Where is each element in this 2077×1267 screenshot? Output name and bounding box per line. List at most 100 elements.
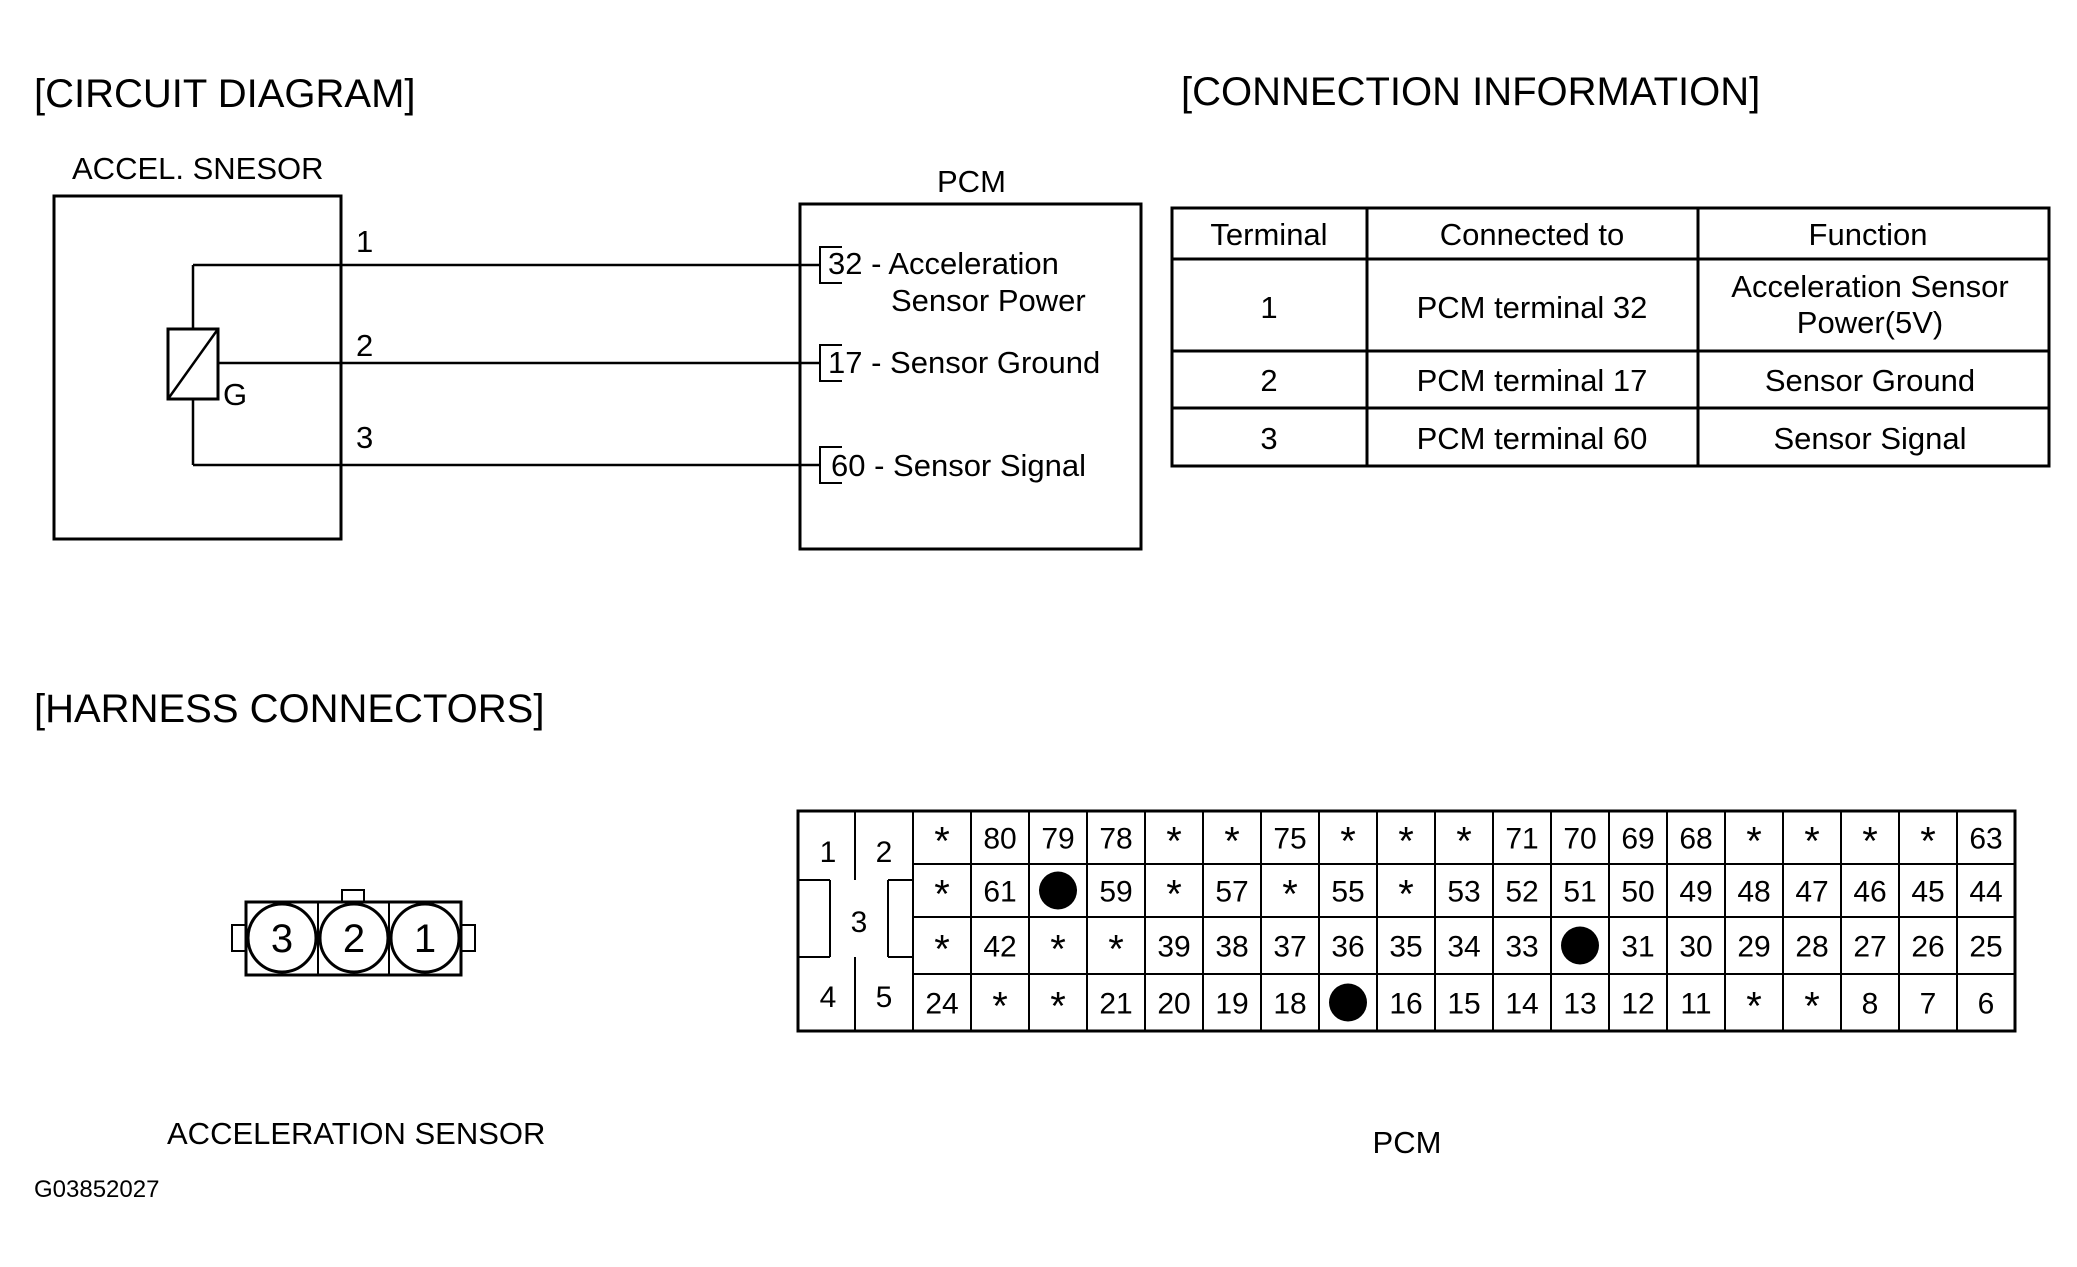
sensor-element-diagonal: [166, 328, 220, 400]
pcm-pin-number: 7: [1920, 988, 1937, 1021]
pcm-pin-number: 36: [1331, 931, 1364, 964]
pcm-pin-unused: *: [1166, 820, 1182, 864]
pcm-pin-plug: [1561, 926, 1599, 965]
pcm-pin-number: 18: [1273, 988, 1306, 1021]
pcm-pin-unused: *: [1050, 928, 1066, 972]
pcm-pin-number: 51: [1563, 876, 1596, 909]
pcm-pin-unused: *: [1340, 820, 1356, 864]
pcm-pin-number: 53: [1447, 876, 1480, 909]
pcm-pin-number: 80: [983, 823, 1016, 856]
pcm-pin-unused: *: [1920, 820, 1936, 864]
pcm-pin-number: 55: [1331, 876, 1364, 909]
pin-60-bracket: [819, 446, 842, 484]
pcm-pin-unused: *: [1398, 873, 1414, 917]
pcm-pin-number: 31: [1621, 931, 1654, 964]
pcm-pin-number: 61: [983, 876, 1016, 909]
pcm-pin-number: 49: [1679, 876, 1712, 909]
row-3-connected-to: PCM terminal 60: [1417, 421, 1648, 456]
pcm-pin-number: 34: [1447, 931, 1480, 964]
header-function: Function: [1809, 217, 1928, 252]
pcm-pin-number: 30: [1679, 931, 1712, 964]
pcm-pin-unused: *: [1804, 985, 1820, 1029]
accel-sensor-connector-label: ACCELERATION SENSOR: [167, 1116, 545, 1151]
pcm-pin-1: 1: [820, 836, 837, 869]
pcm-pin-unused: *: [1108, 928, 1124, 972]
header-terminal: Terminal: [1210, 217, 1327, 252]
pcm-pin-number: 11: [1680, 988, 1711, 1021]
pcm-pin-number: 47: [1795, 876, 1828, 909]
pcm-label: PCM: [937, 164, 1006, 199]
pcm-pin-number: 52: [1505, 876, 1538, 909]
pcm-pin-number: 50: [1621, 876, 1654, 909]
pcm-pin-plug: [1039, 871, 1077, 910]
pcm-pin-number: 35: [1389, 931, 1422, 964]
pcm-pin-number: 29: [1737, 931, 1770, 964]
row-1-function: Acceleration Sensor: [1731, 269, 2008, 304]
pcm-pin-unused: *: [1456, 820, 1472, 864]
row-1-terminal: 1: [1260, 290, 1277, 325]
pcm-pin-number: 75: [1273, 823, 1306, 856]
pcm-pin-number: 57: [1215, 876, 1248, 909]
pcm-pin-unused: *: [1166, 873, 1182, 917]
sensor-pin-3: 3: [271, 917, 293, 961]
sensor-pin-2: 2: [343, 917, 365, 961]
pcm-pin-number: 63: [1969, 823, 2002, 856]
pcm-pin-4: 4: [820, 981, 837, 1014]
pcm-pin-number: 12: [1621, 988, 1654, 1021]
pcm-pin-number: 28: [1795, 931, 1828, 964]
pcm-pin-number: 46: [1853, 876, 1886, 909]
pcm-pin-unused: *: [992, 985, 1008, 1029]
pcm-connector-label: PCM: [1373, 1125, 1442, 1160]
pcm-pin-number: 39: [1157, 931, 1190, 964]
connection-info-title: [CONNECTION INFORMATION]: [1181, 70, 1760, 114]
pcm-pin-unused: *: [934, 928, 950, 972]
sensor-g-mark: G: [223, 377, 247, 412]
row-2-terminal: 2: [1260, 363, 1277, 398]
pcm-pin-number: 79: [1041, 823, 1074, 856]
pcm-pin-number: 71: [1505, 823, 1538, 856]
pcm-pin-number: 33: [1505, 931, 1538, 964]
pcm-pin-number: 8: [1862, 988, 1879, 1021]
accel-sensor-box: [52, 194, 343, 541]
pcm-pin-number: 24: [925, 988, 958, 1021]
connection-table: Terminal Connected to Function 1 PCM ter…: [1170, 206, 2051, 468]
row-1-connected-to: PCM terminal 32: [1417, 290, 1648, 325]
row-3-function: Sensor Signal: [1773, 421, 1966, 456]
pcm-pin-number: 21: [1099, 988, 1132, 1021]
pcm-pin-unused: *: [1224, 820, 1240, 864]
pcm-pin-number: 70: [1563, 823, 1596, 856]
pcm-pin-unused: *: [934, 820, 950, 864]
pcm-pin-number: 44: [1969, 876, 2002, 909]
pcm-pin-number: 37: [1273, 931, 1306, 964]
wire-1-label: 1: [356, 224, 373, 259]
row-1-function-line2: Power(5V): [1797, 305, 1943, 340]
pcm-pin-number: 45: [1911, 876, 1944, 909]
wire-2-label: 2: [356, 328, 373, 363]
pcm-pin-number: 16: [1389, 988, 1422, 1021]
pcm-pin-unused: *: [1746, 820, 1762, 864]
pcm-pin-3: 3: [851, 906, 868, 939]
figure-id: G03852027: [34, 1176, 159, 1203]
sensor-pin-1: 1: [414, 917, 436, 961]
accel-sensor-connector: 3 2 1: [231, 889, 476, 977]
pcm-pin-unused: *: [1804, 820, 1820, 864]
pin-32-text: 32 - Acceleration: [828, 246, 1059, 281]
pcm-pin-number: 48: [1737, 876, 1770, 909]
pcm-pin-unused: *: [934, 873, 950, 917]
pcm-box: [798, 202, 1143, 551]
pcm-pin-number: 42: [983, 931, 1016, 964]
pcm-pin-number: 14: [1505, 988, 1538, 1021]
pcm-pin-number: 19: [1215, 988, 1248, 1021]
pcm-pin-number: 78: [1099, 823, 1132, 856]
pcm-pin-number: 27: [1853, 931, 1886, 964]
header-connected-to: Connected to: [1440, 217, 1624, 252]
pin-32-text-line2: Sensor Power: [891, 283, 1086, 318]
pcm-pin-unused: *: [1398, 820, 1414, 864]
row-2-connected-to: PCM terminal 17: [1417, 363, 1648, 398]
pcm-pin-5: 5: [876, 981, 893, 1014]
pcm-pin-number: 38: [1215, 931, 1248, 964]
pcm-pin-number: 13: [1563, 988, 1596, 1021]
